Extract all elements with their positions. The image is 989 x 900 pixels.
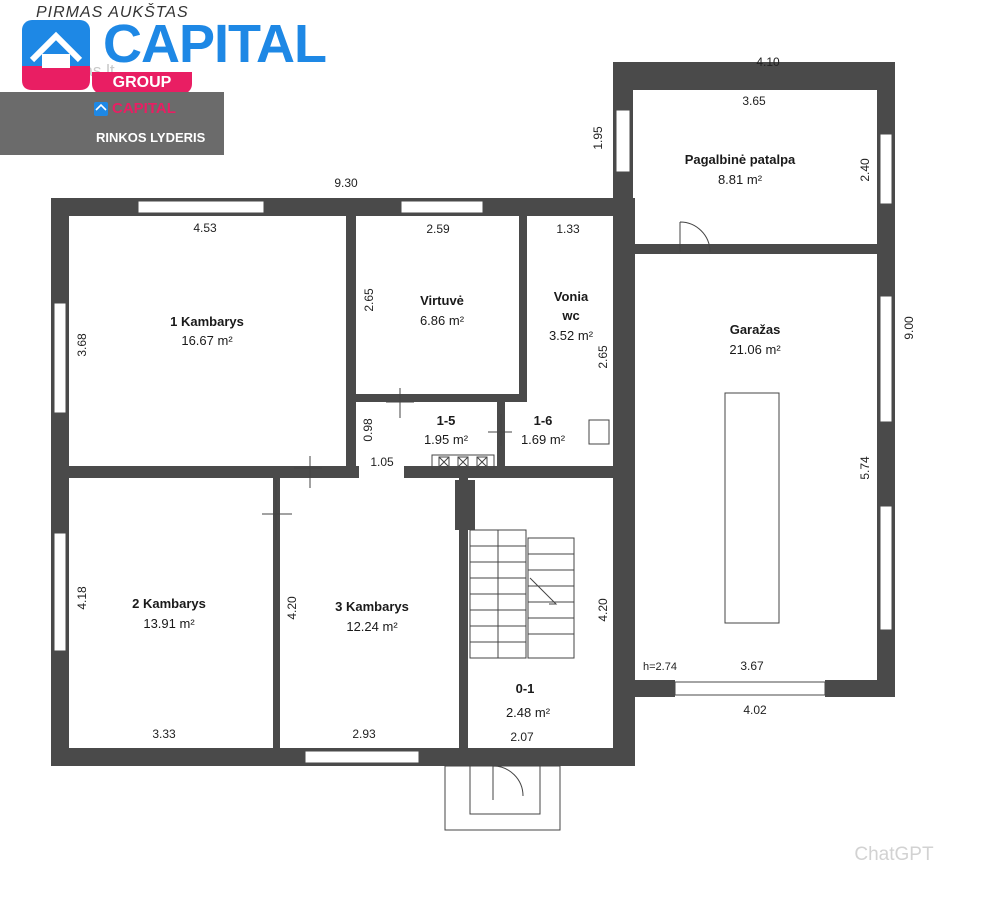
room-area-kambarys-2: 13.91 m² — [143, 616, 195, 631]
dim-virt-width: 2.59 — [426, 222, 450, 236]
car-pit — [724, 392, 780, 624]
dim-top-overall: 9.30 — [334, 176, 358, 190]
dim-pag-height-right: 2.40 — [858, 158, 872, 182]
room-name-pagalbine: Pagalbinė patalpa — [685, 152, 796, 167]
house-logo-icon — [22, 20, 90, 90]
dim-virt-height: 2.65 — [362, 288, 376, 312]
logo-title: CAPITAL — [103, 14, 327, 74]
floor-heading: PIRMAS AUKŠTAS — [36, 4, 189, 21]
dim-garage-overall-height: 9.00 — [902, 316, 916, 340]
room-name-1-5: 1-5 — [437, 413, 456, 428]
room-name-virtuve: Virtuvė — [420, 293, 464, 308]
room-area-0-1: 2.48 m² — [506, 705, 551, 720]
room-name-garazas: Garažas — [730, 322, 781, 337]
room-area-pagalbine: 8.81 m² — [718, 172, 763, 187]
dim-stair-width: 2.07 — [510, 730, 534, 744]
dim-vonia-height: 2.65 — [596, 345, 610, 369]
dim-garage-ceiling: h=2.74 — [643, 661, 677, 673]
room-labels: 1 Kambarys 16.67 m² Virtuvė 6.86 m² Voni… — [132, 152, 796, 720]
dimensions: 9.30 4.10 3.65 1.95 2.40 4.53 3.68 2.59 … — [75, 55, 916, 744]
room-area-vonia: 3.52 m² — [549, 328, 594, 343]
dim-k1-width: 4.53 — [193, 221, 217, 235]
dim-pag-height-left: 1.95 — [591, 126, 605, 150]
dim-pag-top-outer: 4.10 — [756, 55, 780, 69]
dim-k2-width: 3.33 — [152, 727, 176, 741]
room-name-kambarys-1: 1 Kambarys — [170, 314, 244, 329]
dim-garage-inner-height: 5.74 — [858, 456, 872, 480]
windows — [53, 109, 893, 764]
dim-r15-width: 1.05 — [370, 455, 394, 469]
room-area-garazas: 21.06 m² — [729, 342, 781, 357]
room-name-vonia: Vonia — [554, 289, 589, 304]
room-name-kambarys-3: 3 Kambarys — [335, 599, 409, 614]
room-name-wc: wc — [561, 308, 579, 323]
capital-logo: CAPITAL GROUP — [0, 0, 330, 160]
room-name-kambarys-2: 2 Kambarys — [132, 596, 206, 611]
doors — [262, 221, 780, 800]
logo-group: GROUP — [92, 72, 192, 94]
room-name-0-1: 0-1 — [516, 681, 535, 696]
sink-icon — [588, 419, 610, 445]
chatgpt-watermark: ChatGPT — [854, 844, 934, 865]
dim-garage-outer-width: 4.02 — [743, 703, 767, 717]
dim-pag-top-inner: 3.65 — [742, 94, 766, 108]
room-area-virtuve: 6.86 m² — [420, 313, 465, 328]
house-badge-icon — [94, 102, 108, 116]
badge-brand: CAPITAL — [112, 100, 176, 117]
dim-k1-height: 3.68 — [75, 333, 89, 357]
dim-k3-width: 2.93 — [352, 727, 376, 741]
dim-k3-height: 4.20 — [285, 596, 299, 620]
room-area-kambarys-3: 12.24 m² — [346, 619, 398, 634]
room-area-1-5: 1.95 m² — [424, 432, 469, 447]
stairs — [469, 529, 575, 659]
dim-k2-height: 4.18 — [75, 586, 89, 610]
stove-icon — [438, 456, 488, 468]
room-area-1-6: 1.69 m² — [521, 432, 566, 447]
room-area-kambarys-1: 16.67 m² — [181, 333, 233, 348]
dim-garage-inner-width: 3.67 — [740, 659, 764, 673]
badge-text: RINKOS LYDERIS — [96, 130, 206, 145]
dim-r15-height: 0.98 — [361, 418, 375, 442]
walls — [51, 62, 895, 831]
rinkos-lyderis-badge: CAPITAL RINKOS LYDERIS — [0, 92, 224, 155]
room-name-1-6: 1-6 — [534, 413, 553, 428]
dim-vonia-width: 1.33 — [556, 222, 580, 236]
dim-stair-height: 4.20 — [596, 598, 610, 622]
